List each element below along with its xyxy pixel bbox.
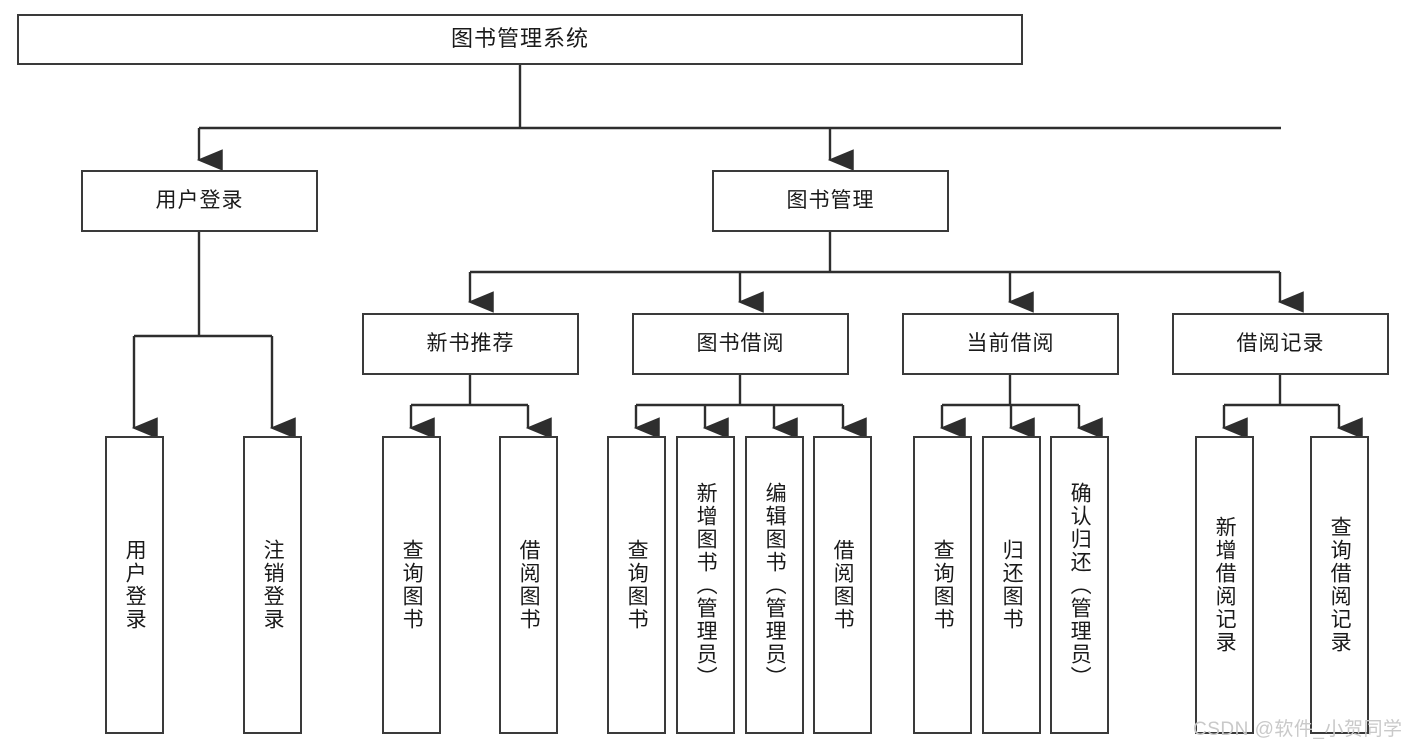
leaf-book-borrow-borrow[interactable]: 借阅图书 xyxy=(813,436,872,734)
node-borrow-record-label: 借阅记录 xyxy=(1236,332,1325,356)
leaf-new-book-borrow[interactable]: 借阅图书 xyxy=(499,436,558,734)
leaf-current-borrow-confirm-return[interactable]: 确认归还（管理员） xyxy=(1050,436,1109,734)
leaf-current-borrow-return-label: 归还图书 xyxy=(1000,539,1024,631)
leaf-book-borrow-add-label: 新增图书（管理员） xyxy=(694,481,718,689)
leaf-book-borrow-query-label: 查询图书 xyxy=(625,539,649,631)
node-borrow-record[interactable]: 借阅记录 xyxy=(1172,313,1389,375)
leaf-book-borrow-query[interactable]: 查询图书 xyxy=(607,436,666,734)
node-current-borrow-label: 当前借阅 xyxy=(966,332,1055,356)
leaf-borrow-record-add-label: 新增借阅记录 xyxy=(1213,516,1237,654)
node-root-system[interactable]: 图书管理系统 xyxy=(17,14,1023,65)
leaf-book-borrow-edit-label: 编辑图书（管理员） xyxy=(763,481,787,689)
leaf-current-borrow-query[interactable]: 查询图书 xyxy=(913,436,972,734)
leaf-user-login-login[interactable]: 用户登录 xyxy=(105,436,164,734)
node-book-management-label: 图书管理 xyxy=(786,189,875,213)
leaf-new-book-query[interactable]: 查询图书 xyxy=(382,436,441,734)
leaf-current-borrow-confirm-return-label: 确认归还（管理员） xyxy=(1068,481,1092,689)
leaf-borrow-record-add[interactable]: 新增借阅记录 xyxy=(1195,436,1254,734)
leaf-user-login-login-label: 用户登录 xyxy=(123,539,147,631)
node-book-borrow[interactable]: 图书借阅 xyxy=(632,313,849,375)
node-user-login-label: 用户登录 xyxy=(155,189,244,213)
leaf-book-borrow-edit[interactable]: 编辑图书（管理员） xyxy=(745,436,804,734)
leaf-borrow-record-query-label: 查询借阅记录 xyxy=(1328,516,1352,654)
node-book-management[interactable]: 图书管理 xyxy=(712,170,949,232)
leaf-new-book-borrow-label: 借阅图书 xyxy=(517,539,541,631)
leaf-user-login-logout[interactable]: 注销登录 xyxy=(243,436,302,734)
node-new-book-recommend[interactable]: 新书推荐 xyxy=(362,313,579,375)
leaf-book-borrow-borrow-label: 借阅图书 xyxy=(831,539,855,631)
leaf-user-login-logout-label: 注销登录 xyxy=(261,539,285,631)
node-user-login[interactable]: 用户登录 xyxy=(81,170,318,232)
node-current-borrow[interactable]: 当前借阅 xyxy=(902,313,1119,375)
node-root-system-label: 图书管理系统 xyxy=(450,26,589,52)
leaf-book-borrow-add[interactable]: 新增图书（管理员） xyxy=(676,436,735,734)
node-new-book-recommend-label: 新书推荐 xyxy=(426,332,515,356)
leaf-current-borrow-query-label: 查询图书 xyxy=(931,539,955,631)
leaf-borrow-record-query[interactable]: 查询借阅记录 xyxy=(1310,436,1369,734)
csdn-watermark: CSDN @软件_小贺同学 xyxy=(1193,719,1403,740)
leaf-current-borrow-return[interactable]: 归还图书 xyxy=(982,436,1041,734)
node-book-borrow-label: 图书借阅 xyxy=(696,332,785,356)
leaf-new-book-query-label: 查询图书 xyxy=(400,539,424,631)
